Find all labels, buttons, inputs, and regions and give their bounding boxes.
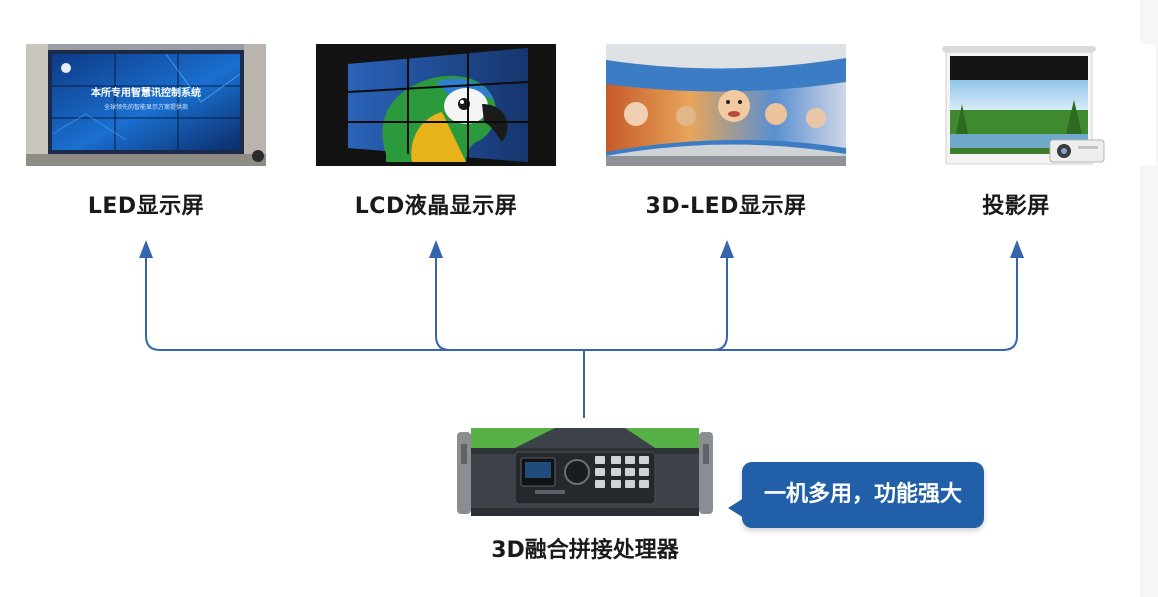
lcd-screen-label: LCD液晶显示屏 — [354, 194, 518, 219]
projection-screen-image — [916, 44, 1156, 166]
connector-branch-led — [145, 256, 584, 351]
arrow-led — [139, 240, 153, 258]
led-screen-label: LED显示屏 — [87, 194, 205, 219]
callout-text: 一机多用，功能强大 — [763, 482, 962, 507]
callout-pointer — [728, 498, 744, 518]
connector-branch-3d-led — [712, 256, 728, 351]
connector-branch-lcd — [435, 256, 451, 351]
led-screen-image: 本所专用智慧讯控制系统 全球领先的智能显示方案提供商 — [26, 44, 266, 166]
arrow-projection — [1010, 240, 1024, 258]
feature-callout: 一机多用，功能强大 — [728, 462, 984, 528]
led-panel-title: 本所专用智慧讯控制系统 — [91, 88, 201, 99]
led-panel-subtitle: 全球领先的智能显示方案提供商 — [103, 104, 188, 111]
3d-led-screen-label: 3D-LED显示屏 — [645, 194, 807, 219]
connector-branch-projection — [584, 256, 1018, 351]
lcd-screen-image — [316, 44, 556, 166]
3d-led-screen-image — [606, 44, 846, 166]
processor-label: 3D融合拼接处理器 — [491, 538, 679, 563]
arrow-3d-led — [720, 240, 734, 258]
processor-device-image — [455, 426, 715, 518]
arrow-lcd — [429, 240, 443, 258]
projection-screen-label: 投影屏 — [982, 194, 1050, 219]
